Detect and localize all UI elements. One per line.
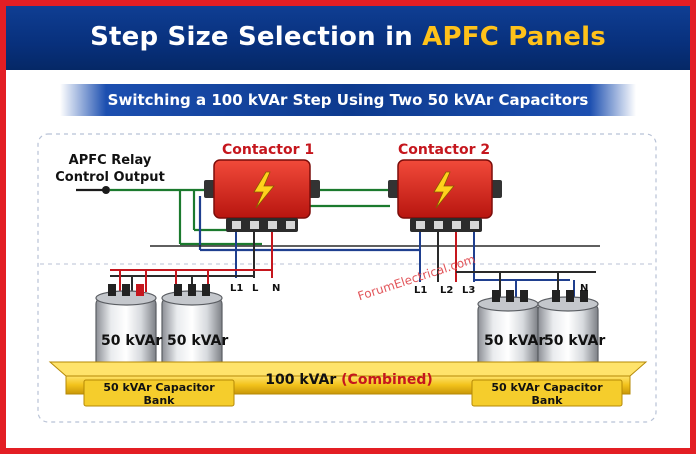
capacitor-rating: 50 kVAr <box>167 333 229 349</box>
bank-label-left-line1: 50 kVAr Capacitor <box>103 381 215 394</box>
subtitle-band: Switching a 100 kVAr Step Using Two 50 k… <box>60 84 636 116</box>
subtitle: Switching a 100 kVAr Step Using Two 50 k… <box>107 91 589 109</box>
contactor-1-label: Contactor 1 <box>222 142 315 158</box>
terminal-label: L <box>252 283 259 294</box>
combined-label: 100 kVAr (Combined) <box>244 372 454 388</box>
capacitor-right-1 <box>477 290 539 379</box>
capacitor-rating: 50 kVAr <box>484 333 546 349</box>
bank-label-right-line2: Bank <box>531 394 563 407</box>
contactor-2-label: Contactor 2 <box>398 142 491 158</box>
capacitor-rating: 50 kVAr <box>101 333 163 349</box>
capacitor-left-1 <box>95 284 157 375</box>
capacitor-left-2 <box>161 284 223 375</box>
capacitor-rating: 50 kVAr <box>544 333 606 349</box>
terminal-label: N <box>580 283 589 294</box>
bank-label-right-line1: 50 kVAr Capacitor <box>491 381 603 394</box>
relay-output-terminal <box>102 186 110 194</box>
bank-label-right: 50 kVAr Capacitor Bank <box>472 381 622 407</box>
title-bar: Step Size Selection in APFC Panels <box>6 6 690 70</box>
contactor-1-power-wires <box>110 232 273 292</box>
relay-label: APFC Relay Control Output <box>46 152 174 186</box>
contactor-2-power-wires <box>419 232 596 298</box>
terminal-label: N <box>272 283 281 294</box>
enclosure-outline <box>37 133 657 423</box>
title-highlight: APFC Panels <box>422 22 606 52</box>
combined-note: (Combined) <box>341 372 433 388</box>
bank-label-left-line2: Bank <box>143 394 175 407</box>
page-title: Step Size Selection in APFC Panels <box>6 22 690 52</box>
combined-value: 100 kVAr <box>265 372 337 388</box>
control-wires <box>76 188 600 252</box>
terminal-label: L3 <box>462 285 476 296</box>
bank-label-left: 50 kVAr Capacitor Bank <box>84 381 234 407</box>
terminal-label: L1 <box>414 285 428 296</box>
terminal-label: L1 <box>230 283 244 294</box>
lightning-icon <box>433 171 455 209</box>
relay-label-line2: Control Output <box>55 170 165 185</box>
capacitor-right-2 <box>537 290 599 379</box>
combined-bus-bar <box>48 361 648 407</box>
title-prefix: Step Size Selection in <box>90 22 423 52</box>
lightning-icon <box>253 171 275 209</box>
relay-label-line1: APFC Relay <box>68 153 152 168</box>
terminal-label: L2 <box>440 285 454 296</box>
